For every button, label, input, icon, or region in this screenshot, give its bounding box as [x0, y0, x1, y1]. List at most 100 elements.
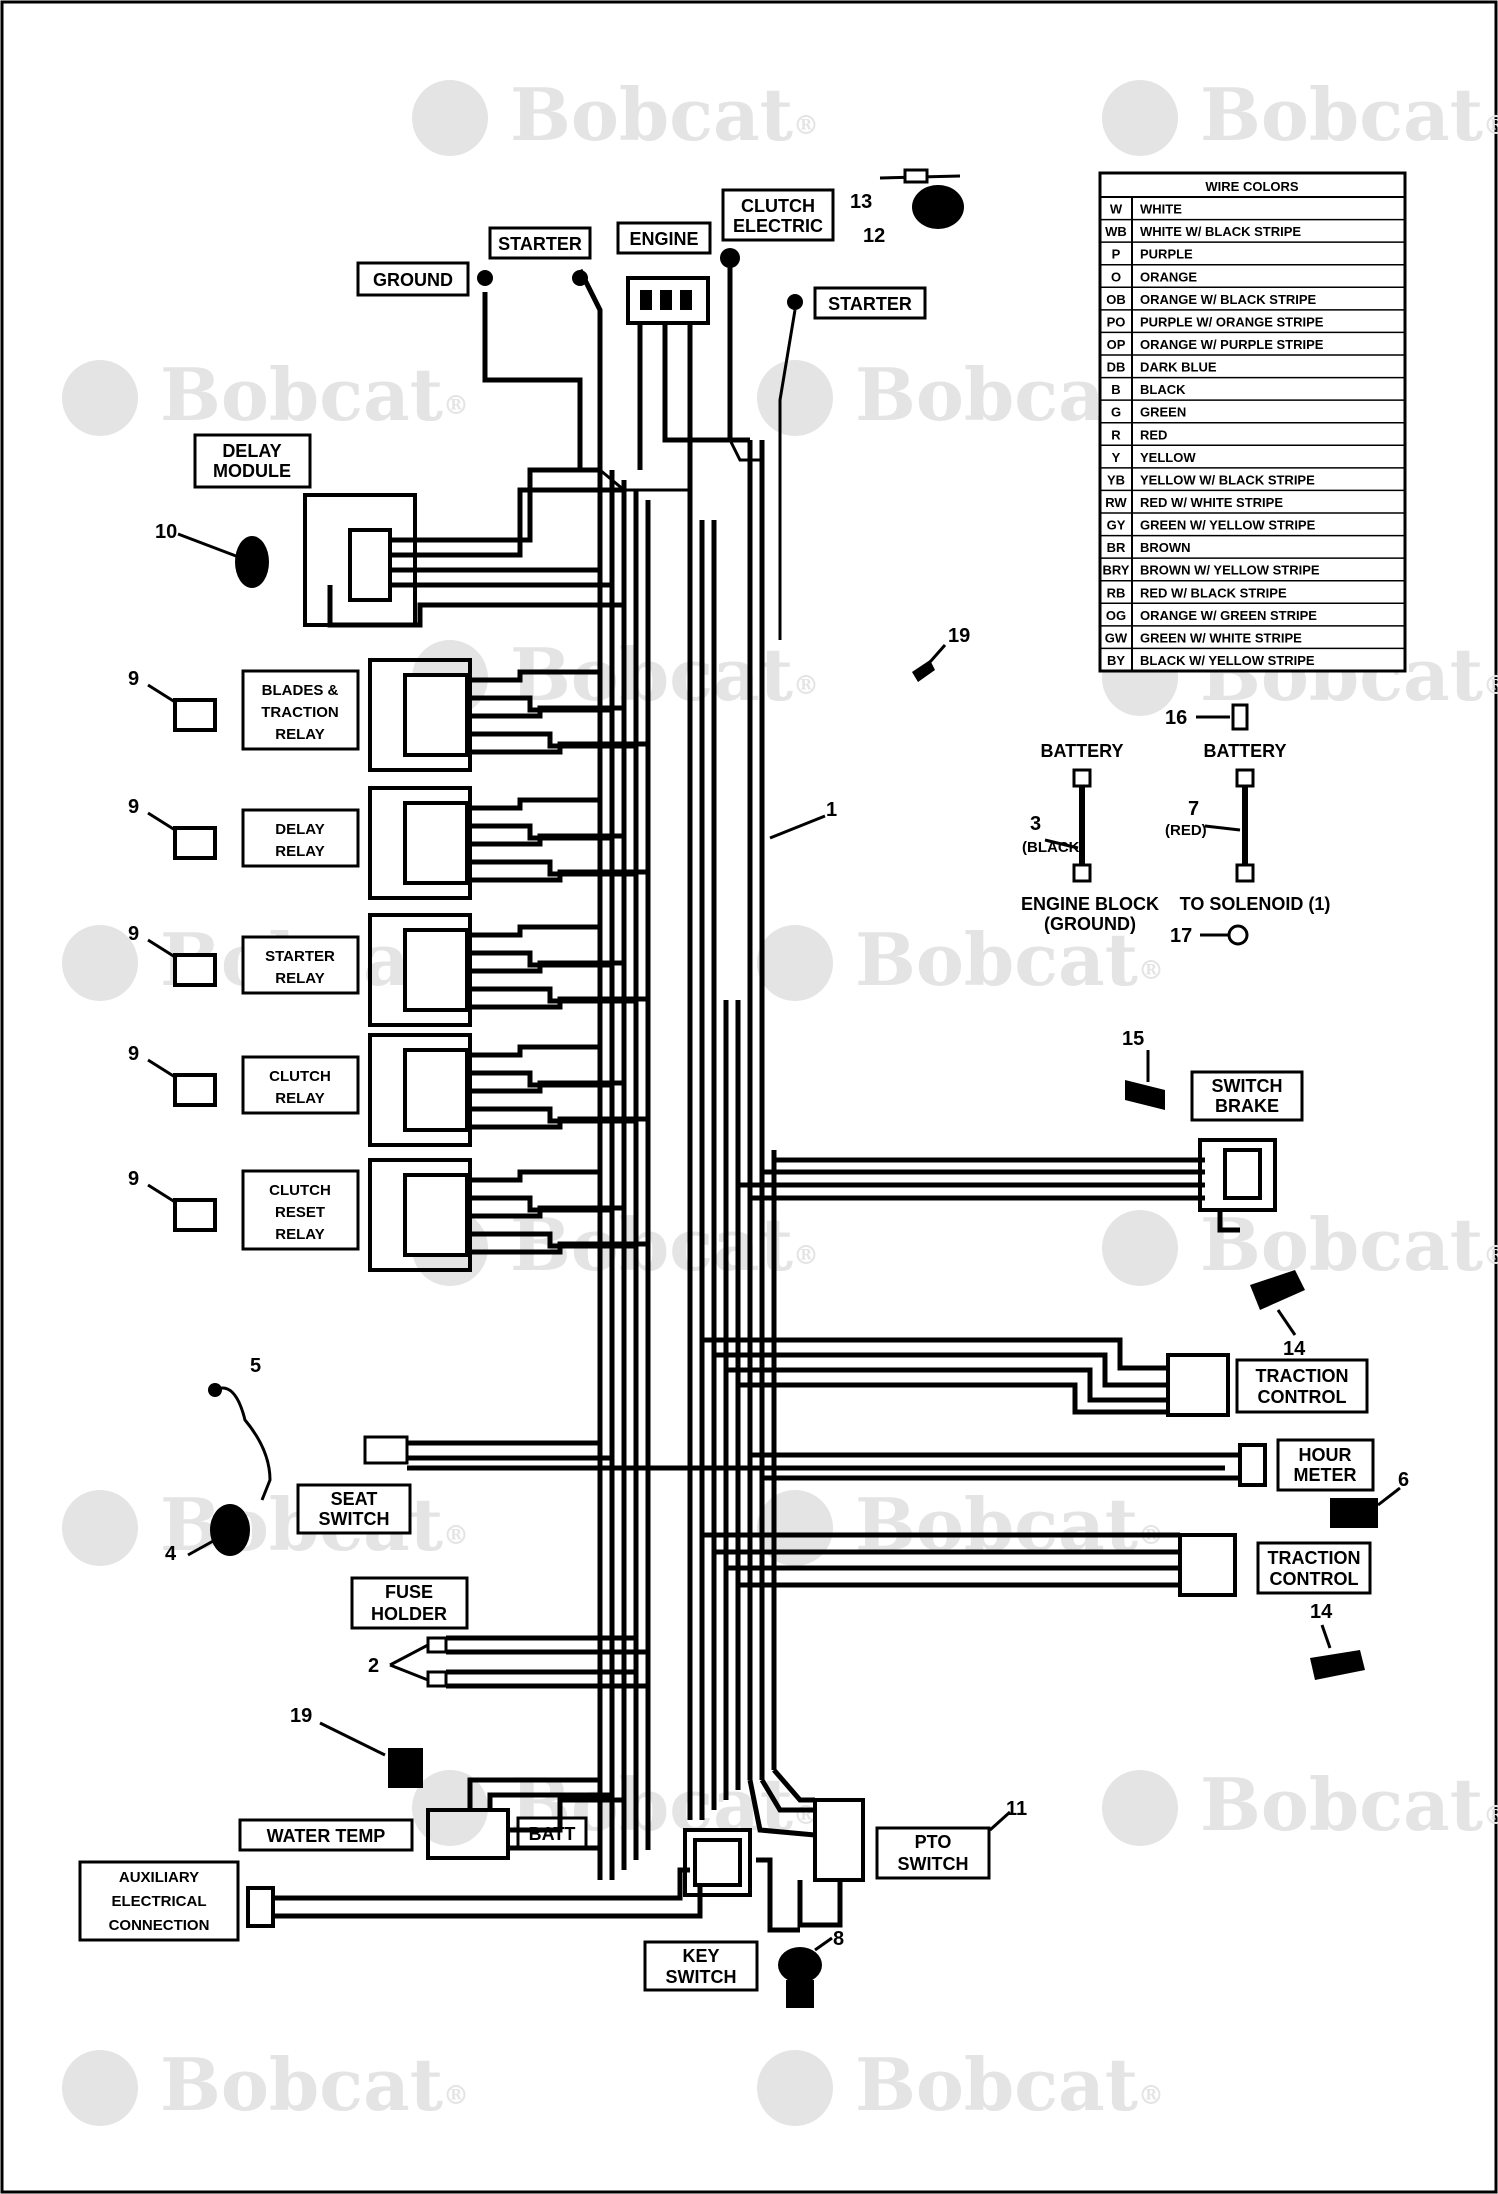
item-19-top-icon — [912, 660, 935, 682]
hour-meter-label-box — [1276, 1438, 1375, 1492]
ground-terminal-icon — [477, 270, 493, 286]
callout-14a: 14 — [1283, 1338, 1306, 1360]
ground-label-box — [356, 261, 470, 297]
legend-row: P PURPLE — [1100, 241, 1405, 262]
switch-brake-connector — [1198, 1138, 1277, 1212]
legend-code: GW — [1105, 630, 1128, 645]
key-switch-label-2: SWITCH — [666, 1967, 737, 1987]
switch-brake: SWITCH BRAKE 15 — [738, 1028, 1304, 1233]
legend-code: YB — [1107, 472, 1125, 487]
batt-label-box — [516, 1816, 588, 1850]
hour-meter: HOUR METER 6 — [750, 1438, 1409, 1528]
callout-9: 9 — [128, 1168, 139, 1190]
legend-code: DB — [1107, 360, 1126, 375]
relay-label-box — [241, 1169, 360, 1251]
hour-meter-label-1: HOUR — [1299, 1445, 1352, 1465]
delay-module-connector-icon — [348, 528, 392, 602]
to-solenoid-label: TO SOLENOID (1) — [1180, 894, 1331, 914]
traction-control-2-label-2: CONTROL — [1270, 1569, 1359, 1589]
engine-label-box — [616, 221, 712, 255]
relay-label: TRACTION — [261, 704, 339, 721]
legend-code: P — [1112, 247, 1121, 262]
traction-control-1-connector — [1166, 1353, 1230, 1417]
battery-left-label: BATTERY — [1041, 741, 1124, 761]
aux-connector-icon — [246, 1886, 275, 1928]
watermark: Bobcat® — [412, 632, 819, 717]
legend-color-name: RED — [1140, 427, 1167, 442]
legend-color-name: PURPLE W/ ORANGE STRIPE — [1140, 314, 1324, 329]
engine-block-label-2: (GROUND) — [1044, 914, 1136, 934]
water-temp-label-box — [238, 1818, 414, 1852]
traction-control-1-label-box — [1235, 1358, 1369, 1414]
legend-color-name: ORANGE — [1140, 269, 1197, 284]
legend-color-name: ORANGE W/ PURPLE STRIPE — [1140, 337, 1324, 352]
item-14-bottom-icon — [1310, 1650, 1365, 1680]
key-switch-connector — [683, 1828, 752, 1897]
legend-code: BY — [1107, 653, 1125, 668]
item-12-icon — [912, 185, 964, 229]
key-switch: KEY SWITCH 8 — [643, 1828, 844, 2008]
callout-1: 1 — [826, 799, 837, 821]
item-19-bottom-icon — [388, 1748, 423, 1788]
callout-9: 9 — [128, 1043, 139, 1065]
clutch-connector-icon — [720, 248, 740, 268]
starter-top-label: STARTER — [498, 234, 582, 254]
relay-label: DELAY — [275, 821, 324, 838]
key-switch-icon — [778, 1947, 822, 1983]
legend-color-name: GREEN — [1140, 405, 1186, 420]
relay-label-box — [241, 669, 360, 751]
relay-icon — [173, 826, 217, 860]
legend-color-name: PURPLE — [1140, 247, 1193, 262]
watermark-text: Bobcat® — [160, 352, 469, 437]
watermark: Bobcat® — [62, 352, 469, 437]
watermark-text: Bobcat® — [1200, 72, 1498, 157]
callout-8: 8 — [833, 1928, 844, 1950]
watermark-text: Bobcat® — [160, 2042, 469, 2127]
fuse-holder-label-box — [350, 1576, 469, 1630]
delay-module: DELAY MODULE 10 — [155, 433, 624, 628]
legend-color-name: BLACK W/ YELLOW STRIPE — [1140, 653, 1315, 668]
legend-code: BRY — [1103, 563, 1130, 578]
key-switch-label-box — [643, 1940, 759, 1992]
pto-switch: PTO SWITCH 11 — [747, 1768, 1027, 1928]
switch-brake-label-box — [1190, 1070, 1304, 1122]
legend-color-name: GREEN W/ WHITE STRIPE — [1140, 630, 1302, 645]
key-switch-label-1: KEY — [682, 1946, 719, 1966]
legend-code: RW — [1105, 495, 1127, 510]
legend-color-name: ORANGE W/ GREEN STRIPE — [1140, 608, 1317, 623]
callout-16: 16 — [1165, 707, 1187, 729]
callout-9: 9 — [128, 668, 139, 690]
hour-meter-icon — [1330, 1498, 1378, 1528]
legend-code: O — [1111, 269, 1121, 284]
item-5-lead — [214, 1386, 272, 1501]
switch-brake-label-1: SWITCH — [1212, 1076, 1283, 1096]
seat-switch-label-2: SWITCH — [319, 1509, 390, 1529]
watermark: Bobcat® — [757, 917, 1164, 1002]
watermark: Bobcat® — [412, 1762, 819, 1847]
traction-control-2-label-1: TRACTION — [1268, 1548, 1361, 1568]
item-19-bottom: 19 — [290, 1705, 423, 1788]
relay-label: STARTER — [265, 948, 335, 965]
callout-4: 4 — [165, 1543, 177, 1565]
relay-label: RELAY — [275, 1090, 324, 1107]
watermark: Bobcat® — [1102, 72, 1498, 157]
pto-switch-label-2: SWITCH — [898, 1854, 969, 1874]
starter-right-label: STARTER — [828, 294, 912, 314]
callout-9: 9 — [128, 796, 139, 818]
relay-column: BLADES &TRACTIONRELAY9DELAYRELAY9STARTER… — [128, 658, 648, 1272]
